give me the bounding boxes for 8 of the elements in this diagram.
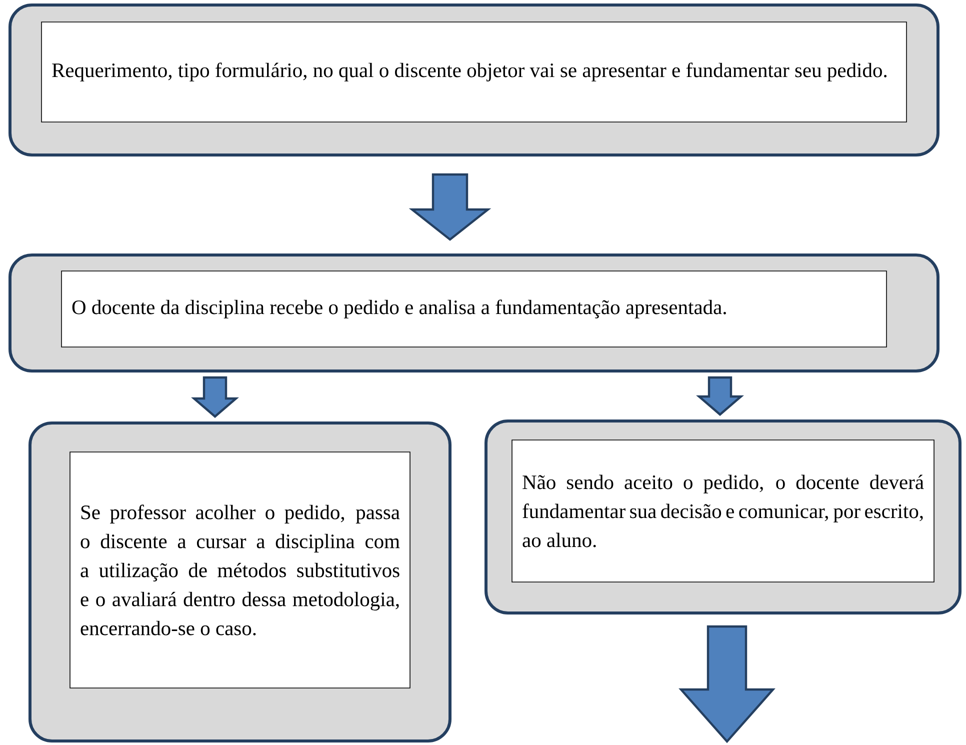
process-box: O docente da disciplina recebe o pedido e analisa a fundamentação apresentada. — [8, 254, 940, 372]
block-arrow — [408, 173, 492, 241]
process-box: Se professor acolher o pedido, passa o discente a cursar a disciplina com a utilização de métodos substitutivos e o avaliará dentro dessa metodologia, encerrando-se o caso. — [28, 422, 452, 742]
block-arrow — [191, 376, 239, 418]
block-arrow — [678, 625, 776, 744]
block-arrow — [696, 376, 744, 416]
process-box: Requerimento, tipo formulário, no qual o discente objetor vai se apresentar e fundamentar seu pedido. — [8, 4, 940, 156]
process-box: Não sendo aceito o pedido, o docente deverá fundamentar sua decisão e comunicar, por escrito, ao aluno. — [484, 420, 962, 614]
